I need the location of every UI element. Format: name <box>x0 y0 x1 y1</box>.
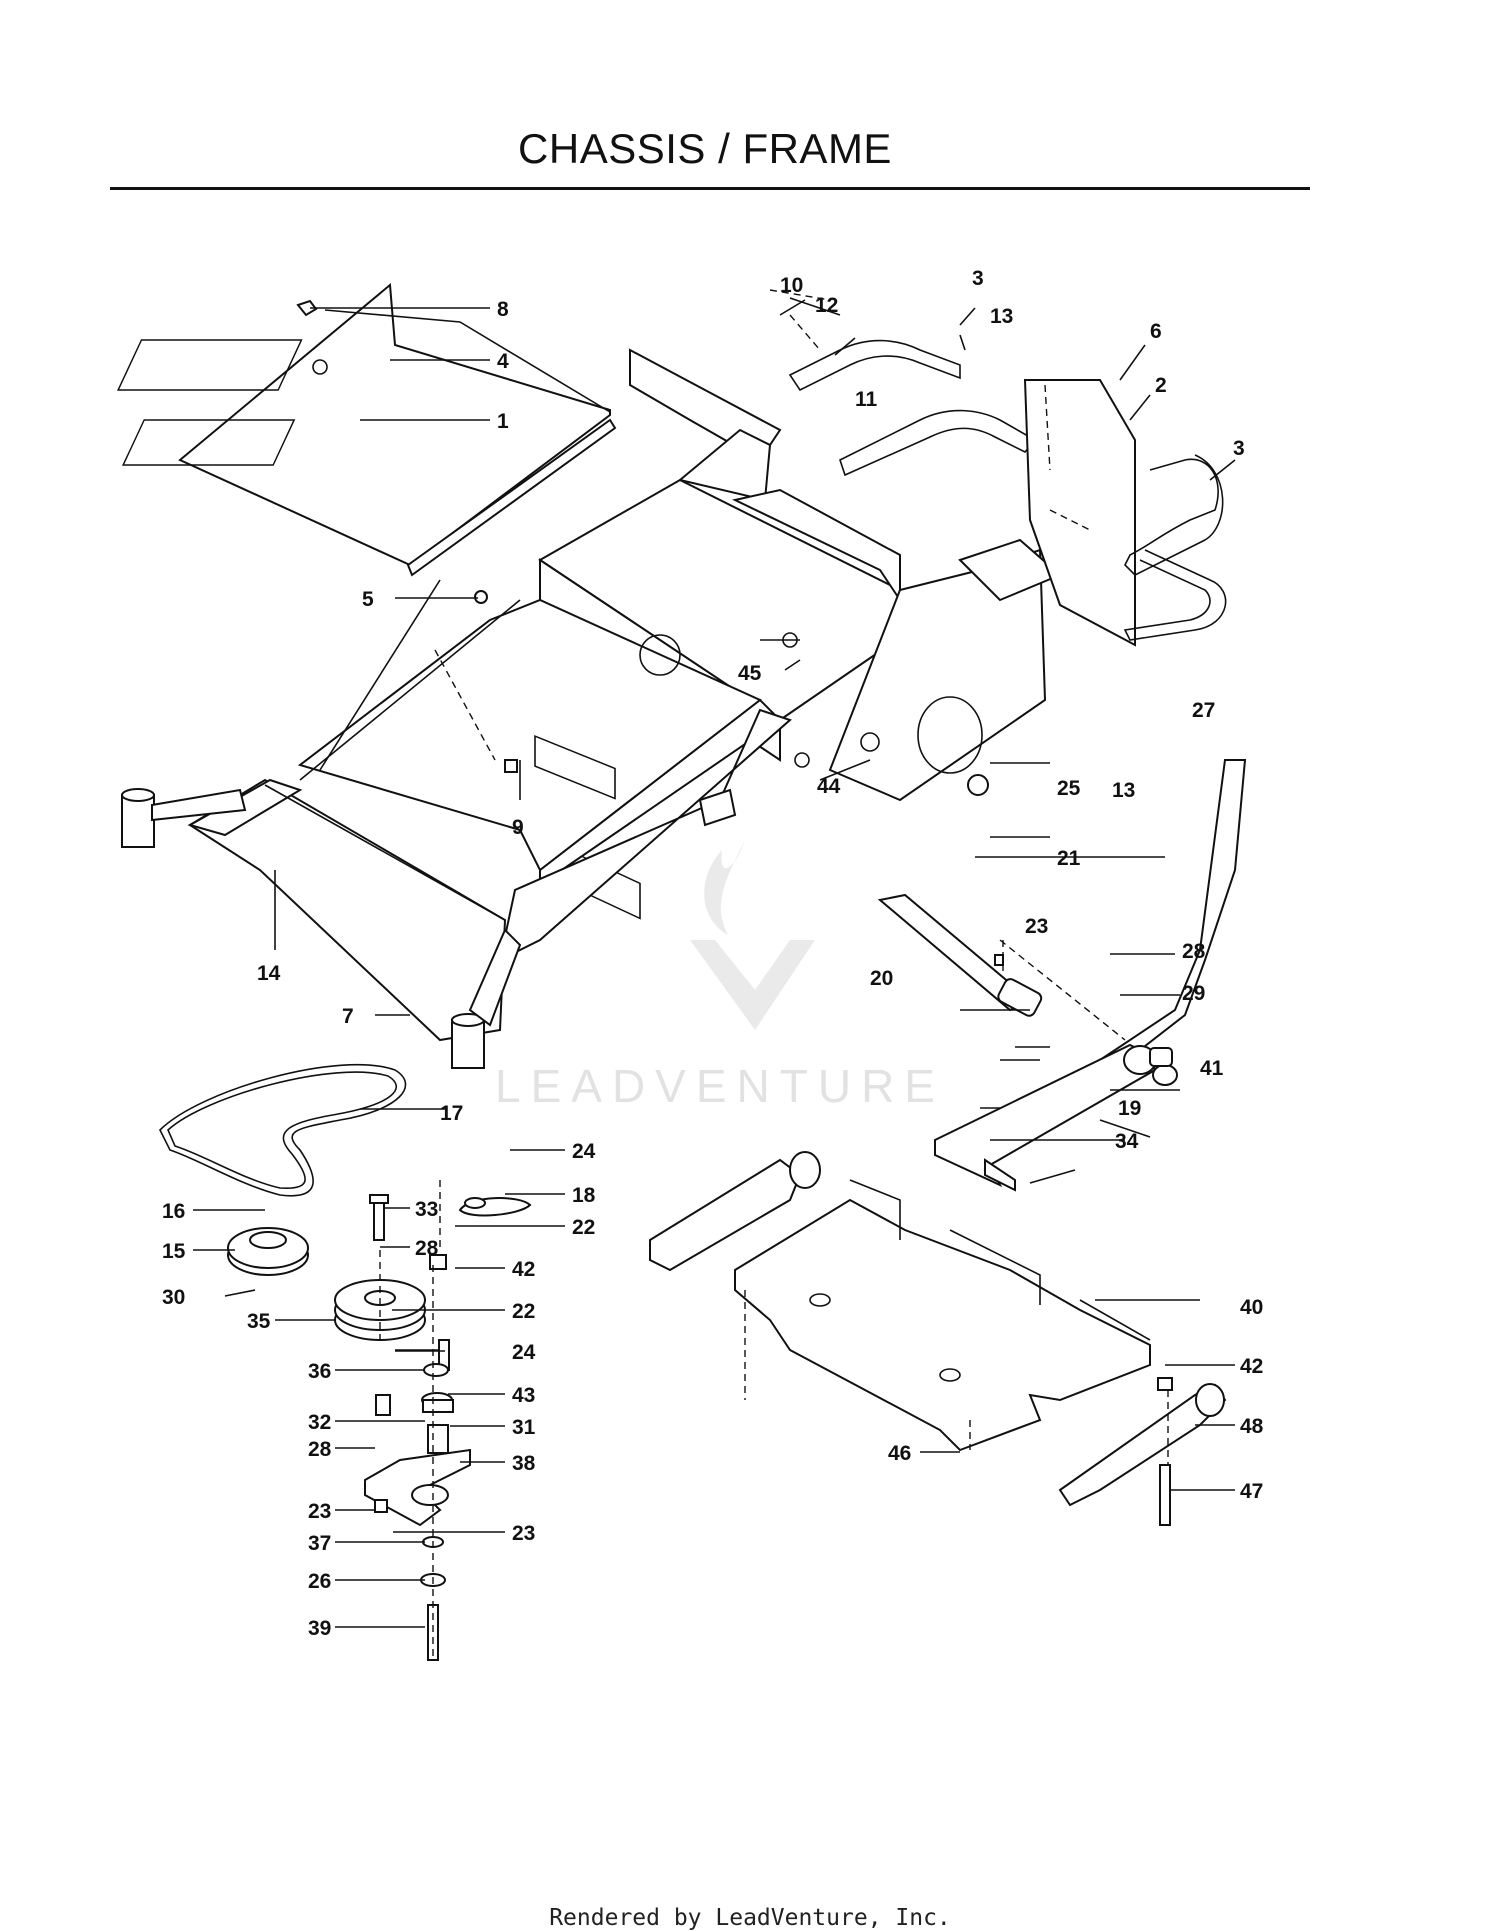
callout-3-right: 3 <box>1233 437 1245 460</box>
callout-9: 9 <box>512 816 524 839</box>
assembly-centerlines <box>379 289 1169 1660</box>
callout-42-right: 42 <box>1240 1355 1263 1378</box>
callout-31: 31 <box>512 1416 536 1439</box>
callout-23-top: 23 <box>1025 915 1048 938</box>
callout-18: 18 <box>572 1184 596 1207</box>
front-bumper-part <box>187 778 507 1042</box>
callout-13-right: 13 <box>1112 779 1135 802</box>
callout-15: 15 <box>162 1240 186 1263</box>
callout-8: 8 <box>497 298 509 321</box>
callout-labels: 8 4 1 5 9 14 7 10 12 3 13 11 6 2 3 45 44… <box>162 267 1264 1640</box>
callout-26: 26 <box>308 1570 331 1593</box>
caster-mount-left <box>121 788 247 848</box>
callout-24-mid: 24 <box>512 1341 536 1364</box>
callout-1: 1 <box>497 410 509 433</box>
callout-4: 4 <box>497 350 509 373</box>
callout-43: 43 <box>512 1384 535 1407</box>
callout-45: 45 <box>738 662 762 685</box>
callout-30: 30 <box>162 1286 185 1309</box>
callout-20: 20 <box>870 967 893 990</box>
caster-mount-right <box>451 928 522 1069</box>
callout-22-mid: 22 <box>512 1300 535 1323</box>
callout-11: 11 <box>855 388 878 411</box>
callout-41: 41 <box>1200 1057 1224 1080</box>
callout-28-right: 28 <box>1182 940 1206 963</box>
callout-10: 10 <box>780 274 803 297</box>
rops-bracket-upper-part <box>788 339 1227 647</box>
callout-42-left: 42 <box>512 1258 535 1281</box>
bracket-21-part <box>1083 759 1247 1087</box>
callout-39: 39 <box>308 1617 331 1640</box>
side-bracket-left-part <box>649 1151 821 1272</box>
callout-48: 48 <box>1240 1415 1264 1438</box>
callout-14: 14 <box>257 962 281 985</box>
callout-3-top: 3 <box>972 267 984 290</box>
callout-47: 47 <box>1240 1480 1263 1503</box>
callout-33: 33 <box>415 1198 438 1221</box>
callout-44: 44 <box>817 775 841 798</box>
watermark-text: LEADVENTURE <box>495 1060 945 1112</box>
callout-40: 40 <box>1240 1296 1263 1319</box>
watermark-logo: LEADVENTURE <box>495 840 945 1112</box>
callout-22-top: 22 <box>572 1216 595 1239</box>
main-frame-part <box>297 348 1062 962</box>
callout-35: 35 <box>247 1310 271 1333</box>
arm-19-part <box>934 1043 1178 1192</box>
callout-16: 16 <box>162 1200 185 1223</box>
callout-7: 7 <box>342 1005 354 1028</box>
floor-pan-part <box>116 283 617 577</box>
callout-32: 32 <box>308 1411 331 1434</box>
callout-24-top: 24 <box>572 1140 596 1163</box>
axle-20-part <box>877 893 1043 1017</box>
callout-6: 6 <box>1150 320 1162 343</box>
pulley-15-part <box>227 1227 309 1276</box>
idler-arm-38-part <box>364 1448 471 1527</box>
callout-12: 12 <box>815 294 838 317</box>
footer-credit: Rendered by LeadVenture, Inc. <box>549 1905 951 1931</box>
callout-13-top: 13 <box>990 305 1013 328</box>
callout-28-b: 28 <box>308 1438 332 1461</box>
callout-17: 17 <box>440 1102 463 1125</box>
callout-23-a: 23 <box>308 1500 331 1523</box>
callout-19: 19 <box>1118 1097 1141 1120</box>
callout-37: 37 <box>308 1532 331 1555</box>
leader-lines <box>193 297 1236 1628</box>
callout-34: 34 <box>1115 1130 1139 1153</box>
belt-17-part <box>159 1063 407 1197</box>
callout-25: 25 <box>1057 777 1081 800</box>
callout-2: 2 <box>1155 374 1167 397</box>
callout-21: 21 <box>1057 847 1081 870</box>
callout-27: 27 <box>1192 699 1215 722</box>
callout-38: 38 <box>512 1452 536 1475</box>
plate-40-part <box>734 1179 1151 1452</box>
callout-5: 5 <box>362 588 374 611</box>
callout-28-a: 28 <box>415 1237 439 1260</box>
callout-36: 36 <box>308 1360 331 1383</box>
callout-23-b: 23 <box>512 1522 535 1545</box>
callout-29: 29 <box>1182 982 1205 1005</box>
side-bracket-48-part <box>1058 1383 1227 1507</box>
callout-46: 46 <box>888 1442 911 1465</box>
title-underline <box>110 187 1310 190</box>
page-title: CHASSIS / FRAME <box>518 125 892 172</box>
